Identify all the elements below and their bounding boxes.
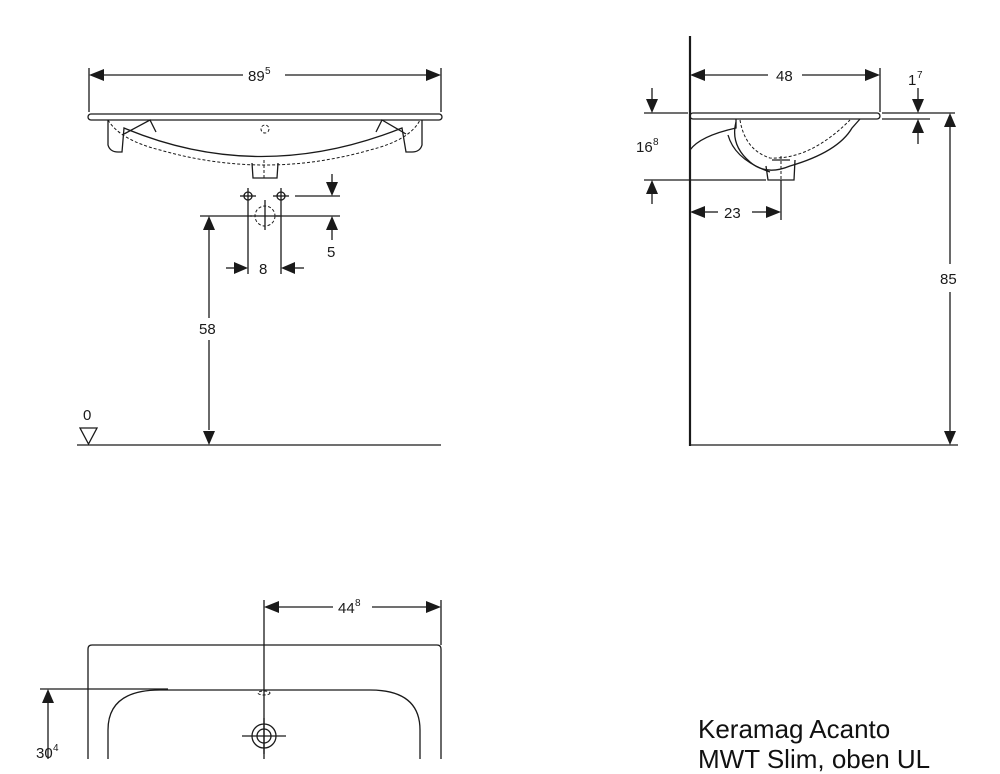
floor-level-label: 0 xyxy=(83,407,91,424)
rim-thickness-dim: 1 xyxy=(908,72,916,89)
top-view: 44 8 30 4 xyxy=(36,598,442,759)
tap-hole-right-icon xyxy=(273,188,289,204)
product-caption: Keramag Acanto MWT Slim, oben UL xyxy=(698,714,930,774)
side-depth-dim: 48 xyxy=(776,68,793,85)
tap-hole-top-icon xyxy=(242,718,286,754)
tap-from-back-dim-sup: 4 xyxy=(53,743,59,754)
caption-line-1: Keramag Acanto xyxy=(698,714,891,744)
basin-rim-front xyxy=(87,113,443,121)
front-width-dim: 89 xyxy=(248,68,265,85)
level-triangle-icon xyxy=(78,427,99,446)
tap-spacing-dim: 8 xyxy=(259,261,267,278)
bowl-depth-dim-sup: 8 xyxy=(653,137,659,148)
front-height-dim: 58 xyxy=(199,321,216,338)
half-width-dim: 44 xyxy=(338,600,355,617)
half-width-dim-sup: 8 xyxy=(355,598,361,609)
drain-outlet-icon xyxy=(250,200,280,230)
basin-outline-top xyxy=(87,644,442,759)
front-view: 89 5 xyxy=(77,66,443,446)
tap-hole-left-icon xyxy=(240,188,256,204)
rim-thickness-dim-sup: 7 xyxy=(917,70,923,81)
front-width-dim-sup: 5 xyxy=(265,66,271,77)
tap-from-back-dim: 30 xyxy=(36,745,53,759)
basin-rim-side xyxy=(689,112,881,120)
bowl-depth-dim: 16 xyxy=(636,139,653,156)
side-view: 48 1 7 16 8 23 xyxy=(636,36,958,446)
caption-line-2: MWT Slim, oben UL xyxy=(698,744,931,774)
drain-offset-dim: 23 xyxy=(724,205,741,222)
total-height-dim: 85 xyxy=(940,271,957,288)
tap-offset-dim: 5 xyxy=(327,244,335,261)
